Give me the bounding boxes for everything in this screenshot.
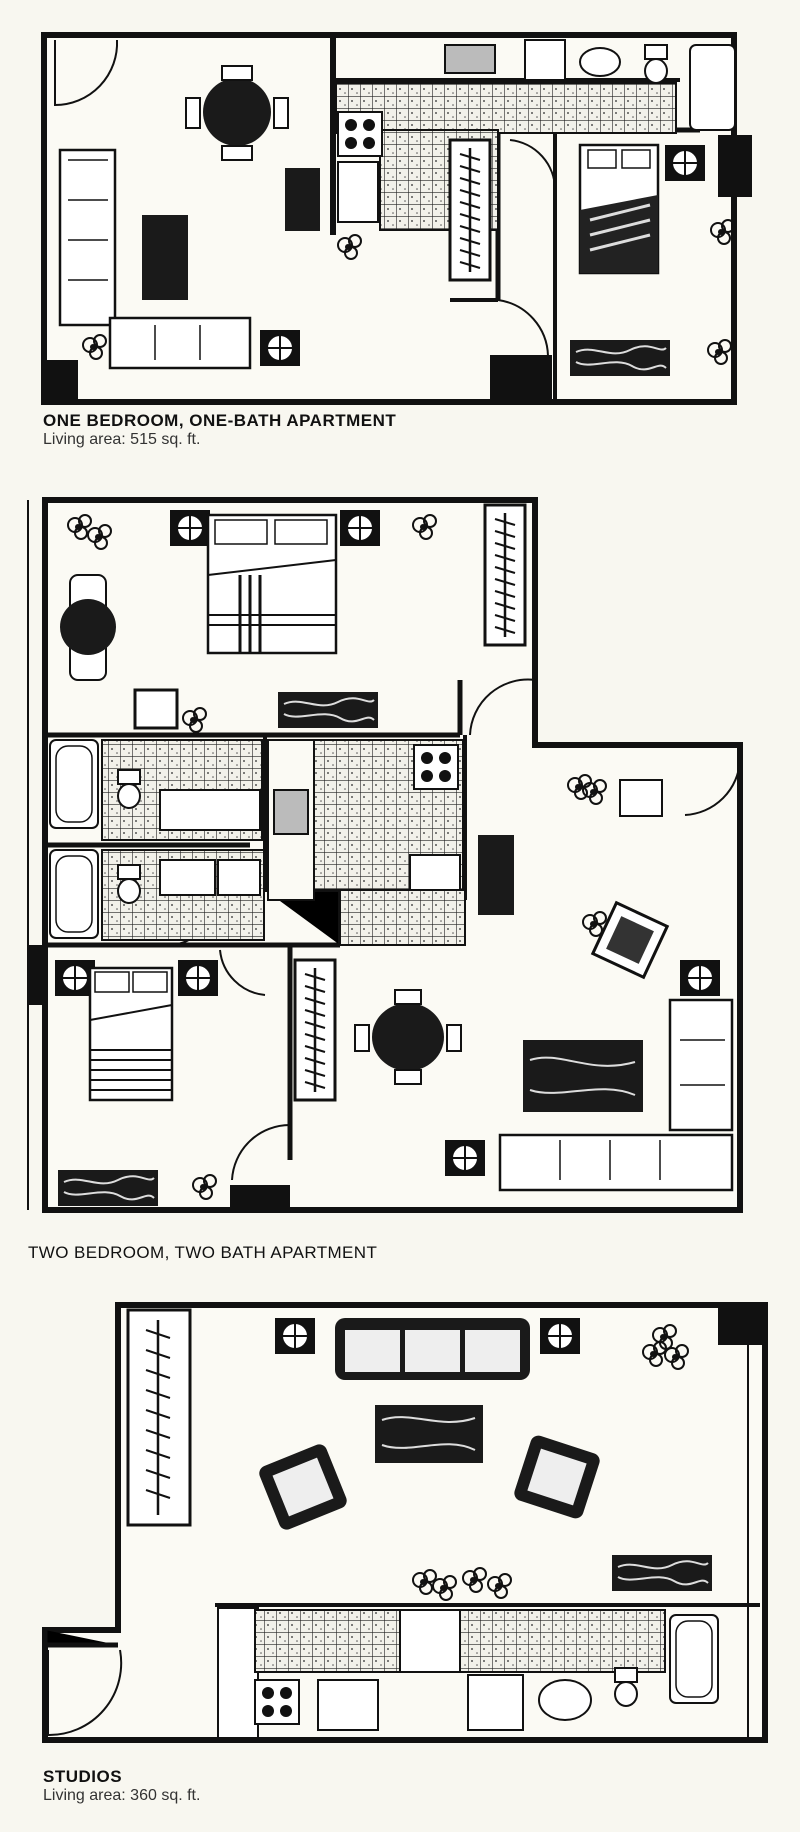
plan-two-bedroom xyxy=(27,497,743,1213)
plan-studio-title: STUDIOS xyxy=(43,1767,123,1786)
plan-one-bedroom-caption: ONE BEDROOM, ONE-BATH APARTMENT Living a… xyxy=(43,411,397,448)
area-value: 360 sq. ft. xyxy=(130,1786,201,1804)
area-value: 515 sq. ft. xyxy=(130,430,201,448)
plan-one-bedroom xyxy=(41,32,752,405)
plan-one-bedroom-title: ONE BEDROOM, ONE-BATH APARTMENT xyxy=(43,411,397,430)
plan-two-bedroom-title: TWO BEDROOM, TWO BATH APARTMENT xyxy=(28,1243,378,1262)
plan-studio xyxy=(42,1302,768,1743)
plan-two-bedroom-caption: TWO BEDROOM, TWO BATH APARTMENT xyxy=(28,1243,378,1263)
area-label: Living area xyxy=(43,1786,122,1804)
plan-studio-area: Living area: 360 sq. ft. xyxy=(43,1786,201,1804)
plan-studio-caption: STUDIOS Living area: 360 sq. ft. xyxy=(43,1767,201,1804)
plan-one-bedroom-area: Living area: 515 sq. ft. xyxy=(43,430,201,448)
area-label: Living area xyxy=(43,430,122,448)
